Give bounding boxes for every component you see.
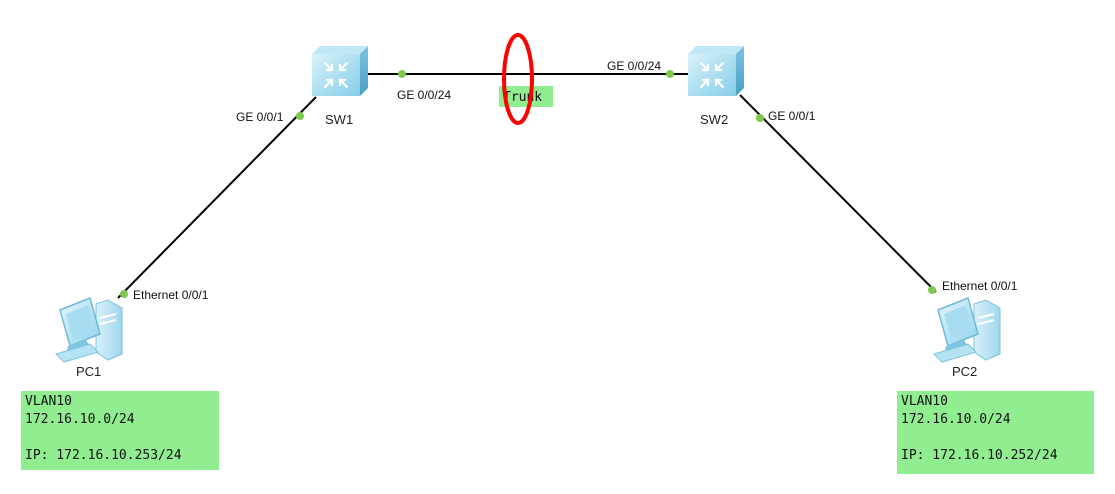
pc2-label: PC2 — [952, 364, 977, 379]
trunk-highlight-ring — [502, 33, 534, 125]
pc2-info-box: VLAN10 172.16.10.0/24 IP: 172.16.10.252/… — [897, 391, 1094, 474]
link-sw1-pc1[interactable] — [117, 96, 317, 299]
pc2-vlan: VLAN10 — [901, 394, 948, 409]
trunk-label: Trunk — [503, 90, 542, 105]
link-sw2-pc2[interactable] — [739, 94, 937, 293]
pc2-subnet: 172.16.10.0/24 — [901, 412, 1011, 427]
port-dot-sw2-uplink — [666, 70, 674, 78]
port-label-pc2-nic: Ethernet 0/0/1 — [942, 279, 1018, 293]
pc2-ip: IP: 172.16.10.252/24 — [901, 448, 1058, 463]
port-dot-sw1-access — [296, 112, 304, 120]
pc1-ip: IP: 172.16.10.253/24 — [25, 448, 182, 463]
trunk-label-bg — [499, 86, 553, 107]
sw1-switch-icon[interactable] — [312, 46, 368, 96]
port-label-sw2-access: GE 0/0/1 — [768, 109, 816, 123]
pc2-blank-line — [901, 429, 1090, 447]
pc1-info-box: VLAN10 172.16.10.0/24 IP: 172.16.10.253/… — [21, 391, 219, 470]
pc1-subnet: 172.16.10.0/24 — [25, 412, 135, 427]
pc1-pc-icon[interactable] — [55, 296, 123, 363]
port-dot-pc1-nic — [120, 290, 128, 298]
port-dot-sw1-uplink — [398, 70, 406, 78]
sw1-label: SW1 — [325, 112, 353, 127]
pc1-label: PC1 — [76, 364, 101, 379]
sw2-label: SW2 — [700, 112, 728, 127]
pc2-pc-icon[interactable] — [933, 296, 1001, 363]
port-label-sw1-uplink: GE 0/0/24 — [397, 88, 451, 102]
port-label-sw1-access: GE 0/0/1 — [236, 110, 284, 124]
port-label-pc1-nic: Ethernet 0/0/1 — [133, 288, 209, 302]
pc1-vlan: VLAN10 — [25, 394, 72, 409]
port-dot-sw2-access — [756, 114, 764, 122]
sw2-switch-icon[interactable] — [688, 46, 744, 96]
port-dot-pc2-nic — [928, 286, 936, 294]
port-label-sw2-uplink: GE 0/0/24 — [607, 59, 661, 73]
pc1-blank-line — [25, 429, 215, 447]
